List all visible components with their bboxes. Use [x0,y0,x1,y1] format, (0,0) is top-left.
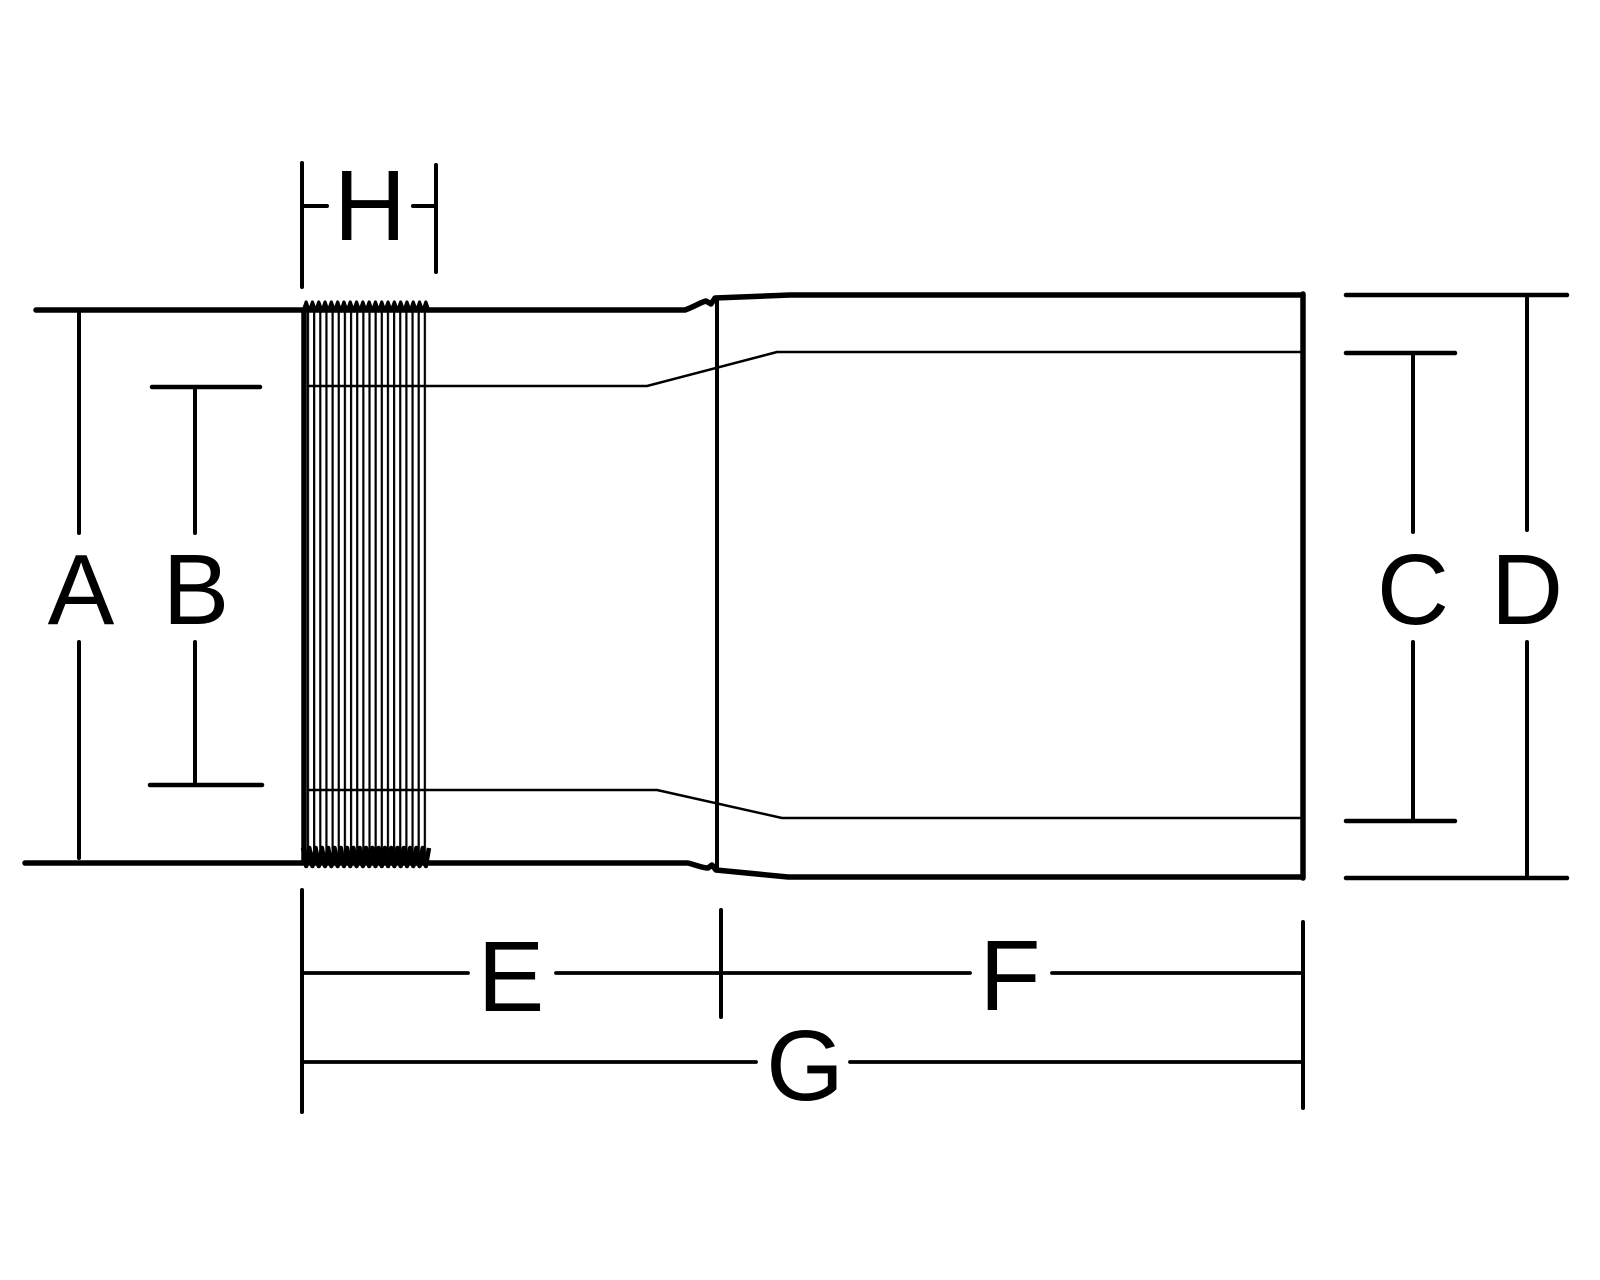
dim-label-h: H [334,150,406,262]
dim-label-f: F [979,920,1040,1032]
dimension-e: E [302,921,721,1033]
pipe-top-edge [33,292,1304,313]
dimension-c: C [1343,350,1458,824]
dim-label-c: C [1377,534,1449,646]
dimension-g: G [302,1010,1303,1122]
dim-label-e: E [478,921,545,1033]
dim-label-d: D [1491,534,1563,646]
pipe-outline [22,291,1306,881]
bore-bottom-line [307,788,1302,820]
dim-label-a: A [48,534,115,646]
thread-section [300,300,432,869]
dim-label-b: B [163,534,230,646]
pipe-bottom-edge [22,860,1304,880]
thread-crest-zigzag-top [301,300,431,313]
dimension-b: B [147,384,265,788]
dimension-extension-lines-bottom [300,888,1305,1114]
bore-top-line [307,350,1302,388]
dimension-d: D [1343,292,1570,881]
thread-root-zigzag-bottom [300,845,432,869]
dimension-a: A [48,311,115,860]
dimension-h: H [300,150,438,289]
dim-label-g: G [766,1010,844,1122]
thread-hatching [305,306,429,858]
dimension-f: F [721,920,1303,1032]
